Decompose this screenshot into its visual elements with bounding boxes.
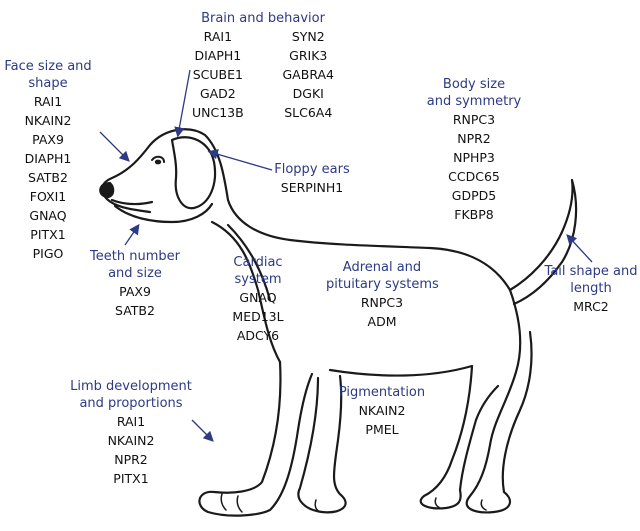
gene-label: DIAPH1 <box>194 48 242 63</box>
gene-label: NKAIN2 <box>107 433 155 448</box>
gene-label: FOXI1 <box>29 189 67 204</box>
tail-arrow <box>566 234 593 263</box>
gene-label: GDPD5 <box>451 188 497 203</box>
gene-label: NKAIN2 <box>24 113 72 128</box>
gene-label: GRIK3 <box>289 48 328 63</box>
tail-title: Tail shape and length <box>544 264 638 296</box>
gene-label: RNPC3 <box>452 112 496 127</box>
gene-label: GNAQ <box>29 208 67 223</box>
adrenal-title: Adrenal and pituitary systems <box>326 260 439 292</box>
adrenal-group: Adrenal and pituitary systems RNPC3 ADM <box>326 259 439 331</box>
gene-label: NPHP3 <box>453 150 495 165</box>
cardiac-group: Cardiac system GNAQ MED13L ADCY6 <box>226 254 290 345</box>
gene-label: DGKI <box>292 86 324 101</box>
gene-label: MED13L <box>232 309 284 324</box>
gene-label: FKBP8 <box>454 207 494 222</box>
gene-label: MRC2 <box>573 299 609 314</box>
gene-label: NPR2 <box>457 131 491 146</box>
gene-label: RAI1 <box>33 94 63 109</box>
limb-arrow <box>191 419 214 442</box>
face-size-title: Face size and shape <box>4 59 92 91</box>
gene-label: PAX9 <box>119 284 151 299</box>
gene-label: ADM <box>367 314 397 329</box>
gene-label: NKAIN2 <box>358 403 406 418</box>
gene-label: PITX1 <box>30 227 66 242</box>
gene-label: CCDC65 <box>448 169 500 184</box>
gene-label: GABRA4 <box>282 67 335 82</box>
teeth-arrow <box>124 223 140 246</box>
gene-label: PIGO <box>32 246 64 261</box>
pigmentation-group: Pigmentation NKAIN2 PMEL <box>330 384 434 439</box>
brain-behavior-title: Brain and behavior <box>201 11 325 26</box>
face-size-group: Face size and shape RAI1 NKAIN2 PAX9 DIA… <box>2 58 94 263</box>
gene-label: SYN2 <box>291 29 325 44</box>
limb-group: Limb development and proportions RAI1 NK… <box>62 378 200 488</box>
brain-genes-col2: SYN2 GRIK3 GABRA4 DGKI SLC6A4 <box>283 27 335 122</box>
gene-label: SCUBE1 <box>192 67 243 82</box>
floppy-ears-title: Floppy ears <box>274 162 350 177</box>
teeth-title: Teeth number and size <box>90 249 180 281</box>
gene-label: RAI1 <box>116 414 146 429</box>
gene-label: PITX1 <box>113 471 149 486</box>
gene-label: RNPC3 <box>360 295 404 310</box>
gene-label: SERPINH1 <box>280 180 344 195</box>
ears-arrow <box>207 149 273 171</box>
gene-label: DIAPH1 <box>24 151 72 166</box>
gene-label: NPR2 <box>114 452 148 467</box>
limb-title: Limb development and proportions <box>70 379 192 411</box>
body-size-title: Body size and symmetry <box>426 77 522 109</box>
cardiac-title: Cardiac system <box>233 255 283 287</box>
gene-label: SATB2 <box>115 303 155 318</box>
gene-label: SLC6A4 <box>284 105 333 120</box>
gene-label: GNAQ <box>239 290 277 305</box>
gene-label: PMEL <box>365 422 399 437</box>
brain-behavior-group: Brain and behavior RAI1 DIAPH1 SCUBE1 GA… <box>188 10 338 122</box>
gene-label: GAD2 <box>199 86 236 101</box>
body-size-group: Body size and symmetry RNPC3 NPR2 NPHP3 … <box>414 76 534 224</box>
pigmentation-title: Pigmentation <box>338 385 426 400</box>
gene-label: RAI1 <box>203 29 233 44</box>
floppy-ears-group: Floppy ears SERPINH1 <box>262 161 362 197</box>
teeth-group: Teeth number and size PAX9 SATB2 <box>78 248 192 320</box>
gene-label: UNC13B <box>192 105 244 120</box>
face-arrow <box>99 131 130 162</box>
gene-label: PAX9 <box>32 132 64 147</box>
gene-label: ADCY6 <box>236 328 280 343</box>
gene-label: SATB2 <box>28 170 68 185</box>
tail-group: Tail shape and length MRC2 <box>544 263 638 316</box>
brain-arrow <box>174 69 191 138</box>
brain-genes-col1: RAI1 DIAPH1 SCUBE1 GAD2 UNC13B <box>192 27 244 122</box>
